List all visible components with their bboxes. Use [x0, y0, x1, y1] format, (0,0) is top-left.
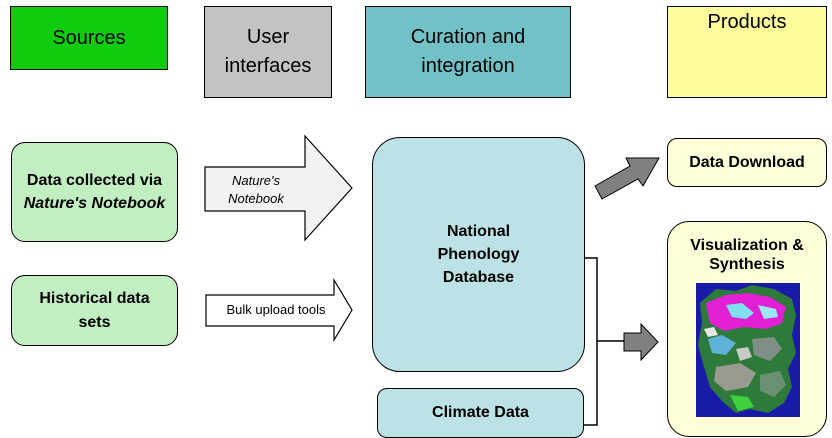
national-phenology-database-label: National Phenology Database — [437, 222, 520, 287]
curation-header-label: Curation and integration — [410, 26, 526, 77]
historical-data-label: Historical data sets — [39, 290, 150, 331]
download-arrow-shape — [594, 157, 660, 200]
data-download-box: Data Download — [667, 138, 827, 187]
historical-data-box: Historical data sets — [11, 275, 178, 346]
visualization-synthesis-label: Visualization & Synthesis — [690, 237, 804, 274]
bulk-upload-arrow-shape — [205, 277, 353, 343]
bulk-upload-arrow: Bulk upload tools — [206, 296, 346, 325]
merge-bracket — [583, 257, 624, 426]
climate-data-label: Climate Data — [432, 404, 529, 422]
natures-notebook-italic: Nature's Notebook — [23, 195, 166, 212]
natures-notebook-arrow: Nature's Notebook — [208, 170, 304, 210]
bulk-upload-arrow-label: Bulk upload tools — [226, 302, 326, 318]
user-interfaces-header: User interfaces — [204, 6, 332, 98]
north-america-map-image — [696, 283, 800, 417]
natures-notebook-arrow-shape — [204, 134, 353, 242]
user-interfaces-header-label: User interfaces — [224, 26, 312, 77]
national-phenology-database-box: National Phenology Database — [372, 137, 585, 372]
sources-header: Sources — [10, 6, 168, 70]
sources-header-label: Sources — [52, 26, 126, 49]
products-header-label: Products — [707, 10, 787, 33]
natures-notebook-data-box: Data collected via Nature's Notebook — [11, 142, 178, 242]
natures-notebook-arrow-label: Nature's Notebook — [228, 172, 284, 206]
curation-header: Curation and integration — [365, 6, 571, 98]
data-download-label: Data Download — [689, 153, 805, 171]
visualization-synthesis-box: Visualization & Synthesis — [667, 221, 827, 437]
climate-data-box: Climate Data — [377, 388, 584, 438]
natures-notebook-prefix: Data collected via — [26, 171, 163, 189]
products-header: Products — [667, 6, 827, 98]
visualization-arrow-shape — [623, 322, 659, 362]
